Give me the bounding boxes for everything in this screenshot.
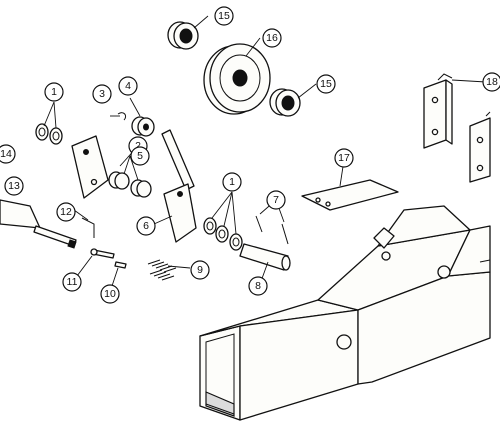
callout-7-label: 7: [273, 194, 279, 206]
callout-9: 9: [190, 260, 210, 280]
part-15-bushing-bottom: [269, 88, 301, 117]
part-9-springs: [147, 259, 177, 281]
callout-1b-label: 1: [229, 176, 235, 188]
callout-7: 7: [266, 190, 286, 210]
part-18-brackets: [423, 73, 491, 183]
part-17-plate: [301, 179, 399, 211]
callout-15a: 15: [214, 6, 234, 26]
part-15-bushing-top: [167, 21, 199, 50]
callout-10: 10: [100, 284, 120, 304]
callout-1a-label: 1: [51, 86, 57, 98]
callout-14: 14: [0, 144, 16, 164]
callout-13-label: 13: [8, 180, 20, 192]
callout-13: 13: [4, 176, 24, 196]
callout-5: 5: [130, 146, 150, 166]
part-6-lever-arm: [161, 129, 197, 243]
callout-8: 8: [248, 276, 268, 296]
callout-1b: 1: [222, 172, 242, 192]
callout-5-label: 5: [137, 150, 143, 162]
callout-4-label: 4: [125, 80, 131, 92]
callout-15a-label: 15: [218, 10, 230, 22]
callout-10-label: 10: [104, 288, 116, 300]
callout-16: 16: [262, 28, 282, 48]
callout-3-label: 3: [99, 88, 105, 100]
part-2-side-plate: [71, 135, 109, 199]
callout-12-label: 12: [60, 206, 72, 218]
callout-15b: 15: [316, 74, 336, 94]
part-10-clip: [114, 261, 127, 269]
callout-6: 6: [136, 216, 156, 236]
callout-3: 3: [92, 84, 112, 104]
part-7-cotter-pins: [255, 215, 289, 245]
callout-1a: 1: [44, 82, 64, 102]
callout-2-label: 2: [135, 140, 141, 152]
part-16-pulley: [203, 43, 271, 115]
callout-18-label: 18: [486, 76, 498, 88]
part-1-washers-left: [35, 123, 63, 145]
main-tube-assembly: [199, 205, 491, 421]
part-12-pin: [81, 217, 95, 238]
callout-16-label: 16: [266, 32, 278, 44]
callout-4: 4: [118, 76, 138, 96]
part-4-spacer: [131, 116, 155, 137]
part-13-wedge-handle: [0, 199, 77, 249]
callout-8-label: 8: [255, 280, 261, 292]
callout-6-label: 6: [143, 220, 149, 232]
part-1-washers-right: [203, 217, 243, 251]
callout-9-label: 9: [197, 264, 203, 276]
callout-11-label: 11: [67, 276, 78, 288]
callout-12: 12: [56, 202, 76, 222]
part-8-shaft: [239, 243, 291, 271]
callout-15b-label: 15: [320, 78, 332, 90]
callout-18: 18: [482, 72, 500, 92]
callout-11: 11: [62, 272, 82, 292]
part-5-bushings: [108, 171, 152, 198]
part-3-clip: [117, 112, 127, 121]
callout-17: 17: [334, 148, 354, 168]
callout-14-label: 14: [0, 148, 12, 160]
part-11-clevis-pin: [90, 248, 115, 259]
callout-17-label: 17: [338, 152, 350, 164]
